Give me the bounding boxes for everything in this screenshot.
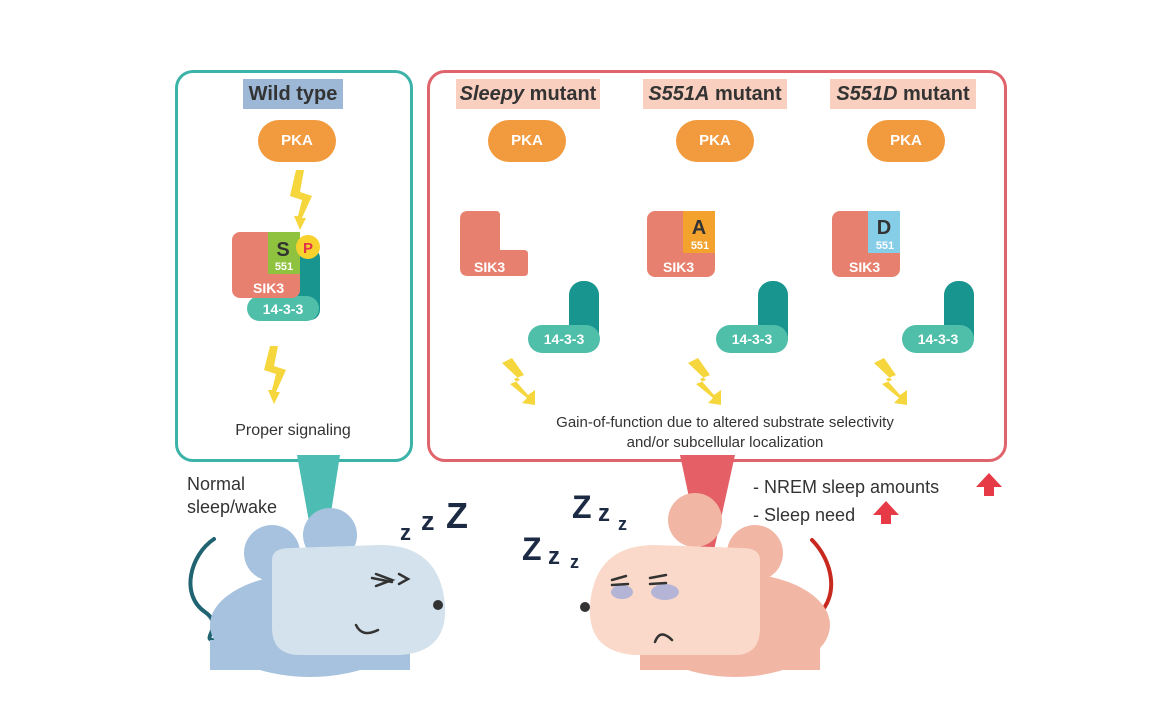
sleepy-mouse-ear-back	[668, 493, 722, 547]
mutant-result-line2: and/or subcellular localization	[626, 434, 824, 451]
sleepy-sik3-label: SIK3	[474, 259, 505, 275]
nrem-note: - NREM sleep amounts	[753, 477, 940, 497]
sleepy-mouse-head	[589, 545, 760, 655]
s551d-pka: PKA	[867, 120, 945, 162]
sleepy-bolt-icon	[502, 358, 535, 405]
wild-type-residue-label: S	[276, 239, 289, 261]
snore-right-z3: z	[618, 514, 627, 534]
mutant-phenotype-notes: - NREM sleep amounts - Sleep need	[753, 473, 939, 529]
s551a-sik3-label: SIK3	[663, 259, 694, 275]
wild-type-partner-label: 14-3-3	[263, 301, 304, 317]
sleepy-sik3: SIK3	[460, 211, 528, 276]
sleepy-partner: 14-3-3	[528, 281, 600, 353]
sleepy-mouse-eyebag-right	[651, 584, 679, 600]
wild-type-result: Proper signaling	[235, 422, 351, 439]
mutant-result-line1: Gain-of-function due to altered substrat…	[556, 414, 894, 431]
snore-left-z3: Z	[446, 495, 468, 536]
normal-mouse-nose	[433, 600, 443, 610]
normal-caption-line1: Normal	[187, 474, 246, 494]
normal-mouse-smile	[354, 623, 380, 635]
mutant-result: Gain-of-function due to altered substrat…	[470, 413, 980, 453]
s551a-partner-label: 14-3-3	[732, 331, 773, 347]
snore-left-z2: z	[421, 506, 435, 536]
normal-mouse-eye-left	[370, 576, 394, 584]
sleepy-mouse-frown	[653, 633, 674, 644]
snore-right-z2: z	[598, 500, 610, 527]
normal-mouse-illustration	[188, 508, 446, 677]
snore-right-z1: Z	[572, 489, 592, 525]
wild-type-phospho	[296, 235, 320, 259]
s551a-position-label: 551	[691, 240, 709, 252]
wild-type-position-label: 551	[275, 261, 293, 273]
normal-caption-line2: sleep/wake	[187, 497, 278, 517]
s551a-residue-label: A	[692, 217, 706, 239]
s551a-mutant-header: S551A mutant	[643, 79, 787, 109]
snore-left-z1: z	[400, 520, 411, 545]
wild-type-complex: S P 551 SIK3 14-3-3	[232, 232, 320, 321]
sleepy-mutant-header: Sleepy mutant	[456, 79, 600, 109]
nrem-increase-arrow-icon	[976, 473, 1002, 496]
normal-mouse-tail	[188, 537, 216, 642]
wild-type-partner-base	[247, 296, 319, 321]
snore-left: z z Z	[400, 495, 468, 545]
normal-mouse-head	[272, 545, 446, 655]
s551d-sik3: D 551 SIK3	[832, 211, 900, 277]
s551d-position-label: 551	[876, 240, 894, 252]
wild-type-serine	[268, 232, 300, 274]
snore-right: Z z z Z z z	[522, 489, 627, 572]
s551a-alanine	[683, 211, 715, 253]
sleepy-partner-label: 14-3-3	[544, 331, 585, 347]
wild-type-sik3-label: SIK3	[253, 280, 284, 296]
s551d-residue-label: D	[877, 217, 891, 239]
normal-sleep-caption: Normal sleep/wake	[187, 473, 277, 519]
s551d-bolt-icon	[874, 358, 907, 405]
sleepy-mouse-illustration	[580, 493, 834, 677]
sleepy-mouse-nose	[580, 602, 590, 612]
wild-type-bolt-top-icon	[290, 170, 312, 230]
s551a-pka: PKA	[676, 120, 754, 162]
s551d-mutant-header: S551D mutant	[830, 79, 976, 109]
s551d-partner: 14-3-3	[902, 281, 974, 353]
s551d-aspartate	[868, 211, 900, 253]
s551a-partner: 14-3-3	[716, 281, 788, 353]
s551d-partner-label: 14-3-3	[918, 331, 959, 347]
sleep-need-note: - Sleep need	[753, 505, 856, 525]
snore-right-z6: z	[570, 552, 579, 572]
s551d-sik3-label: SIK3	[849, 259, 880, 275]
s551a-sik3: A 551 SIK3	[647, 211, 715, 277]
snore-right-z5: z	[548, 543, 560, 570]
sleep-need-increase-arrow-icon	[873, 501, 899, 524]
snore-right-z4: Z	[522, 531, 542, 567]
wild-type-pka: PKA	[258, 120, 336, 162]
wild-type-phospho-label: P	[303, 240, 313, 257]
sleepy-mouse-eyebag-left	[611, 585, 633, 599]
wild-type-header: Wild type	[243, 79, 343, 109]
wild-type-bolt-bottom-icon	[264, 346, 286, 404]
s551a-bolt-icon	[688, 358, 721, 405]
sleepy-pka: PKA	[488, 120, 566, 162]
